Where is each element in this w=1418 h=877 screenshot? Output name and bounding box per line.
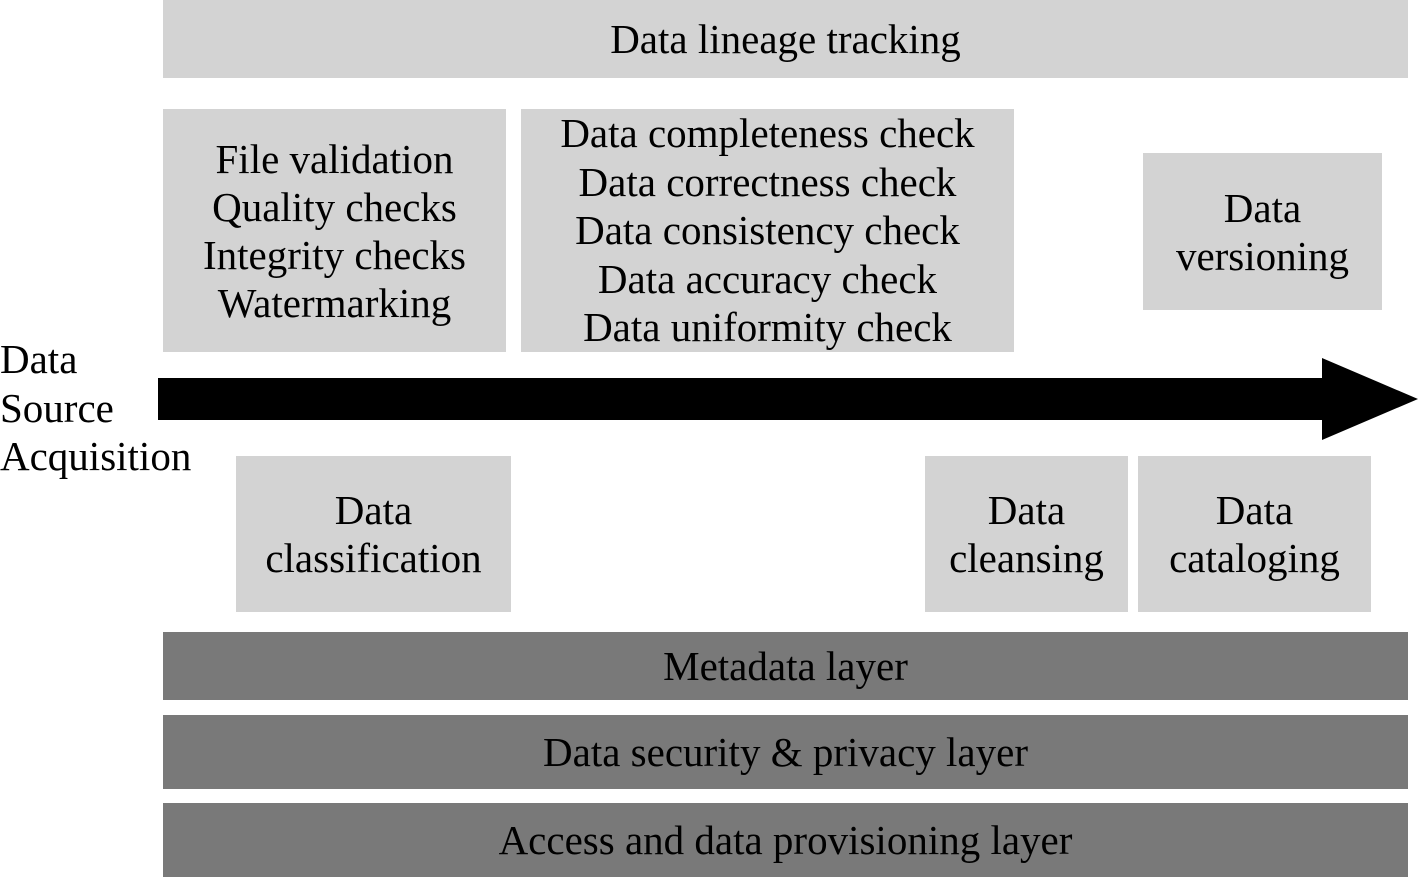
flow-arrow-shape — [158, 358, 1418, 440]
data-versioning-box: Data versioning — [1143, 153, 1382, 310]
data-correctness-check-label: Data correctness check — [578, 158, 957, 205]
data-classification-box: Data classification — [236, 456, 511, 612]
metadata-layer-bar: Metadata layer — [163, 632, 1408, 700]
data-cleansing-box: Data cleansing — [925, 456, 1128, 612]
data-accuracy-check-label: Data accuracy check — [597, 255, 938, 302]
data-source-acquisition-label: Data Source Acquisition — [0, 335, 191, 481]
data-consistency-check-label: Data consistency check — [575, 207, 960, 254]
data-cataloging-line-2: cataloging — [1169, 535, 1340, 581]
source-label-line-1: Data — [0, 336, 78, 382]
security-privacy-layer-bar: Data security & privacy layer — [163, 715, 1408, 789]
quality-checks-label: Quality checks — [212, 183, 457, 230]
security-privacy-layer-label: Data security & privacy layer — [543, 729, 1028, 775]
data-uniformity-check-label: Data uniformity check — [583, 304, 952, 351]
data-cleansing-line-1: Data — [987, 487, 1066, 533]
metadata-layer-label: Metadata layer — [663, 643, 908, 689]
integrity-checks-label: Integrity checks — [203, 231, 466, 278]
source-label-line-2: Source — [0, 384, 114, 431]
file-checks-box: File validation Quality checks Integrity… — [163, 109, 506, 352]
data-cleansing-line-2: cleansing — [949, 535, 1104, 581]
data-classification-line-2: classification — [265, 535, 482, 581]
watermarking-label: Watermarking — [217, 279, 452, 326]
source-label-line-3: Acquisition — [0, 433, 192, 479]
access-provisioning-layer-bar: Access and data provisioning layer — [163, 803, 1408, 877]
data-classification-line-1: Data — [334, 487, 413, 533]
data-versioning-line-1: Data — [1223, 184, 1302, 231]
access-provisioning-layer-label: Access and data provisioning layer — [498, 817, 1073, 863]
data-cataloging-box: Data cataloging — [1138, 456, 1371, 612]
data-lineage-tracking-label: Data lineage tracking — [610, 16, 961, 62]
data-lineage-tracking-bar: Data lineage tracking — [163, 0, 1408, 78]
data-cataloging-line-1: Data — [1215, 487, 1294, 533]
data-checks-box: Data completeness check Data correctness… — [521, 109, 1014, 352]
file-validation-label: File validation — [215, 135, 454, 182]
data-versioning-line-2: versioning — [1175, 232, 1350, 279]
data-completeness-check-label: Data completeness check — [560, 110, 975, 157]
